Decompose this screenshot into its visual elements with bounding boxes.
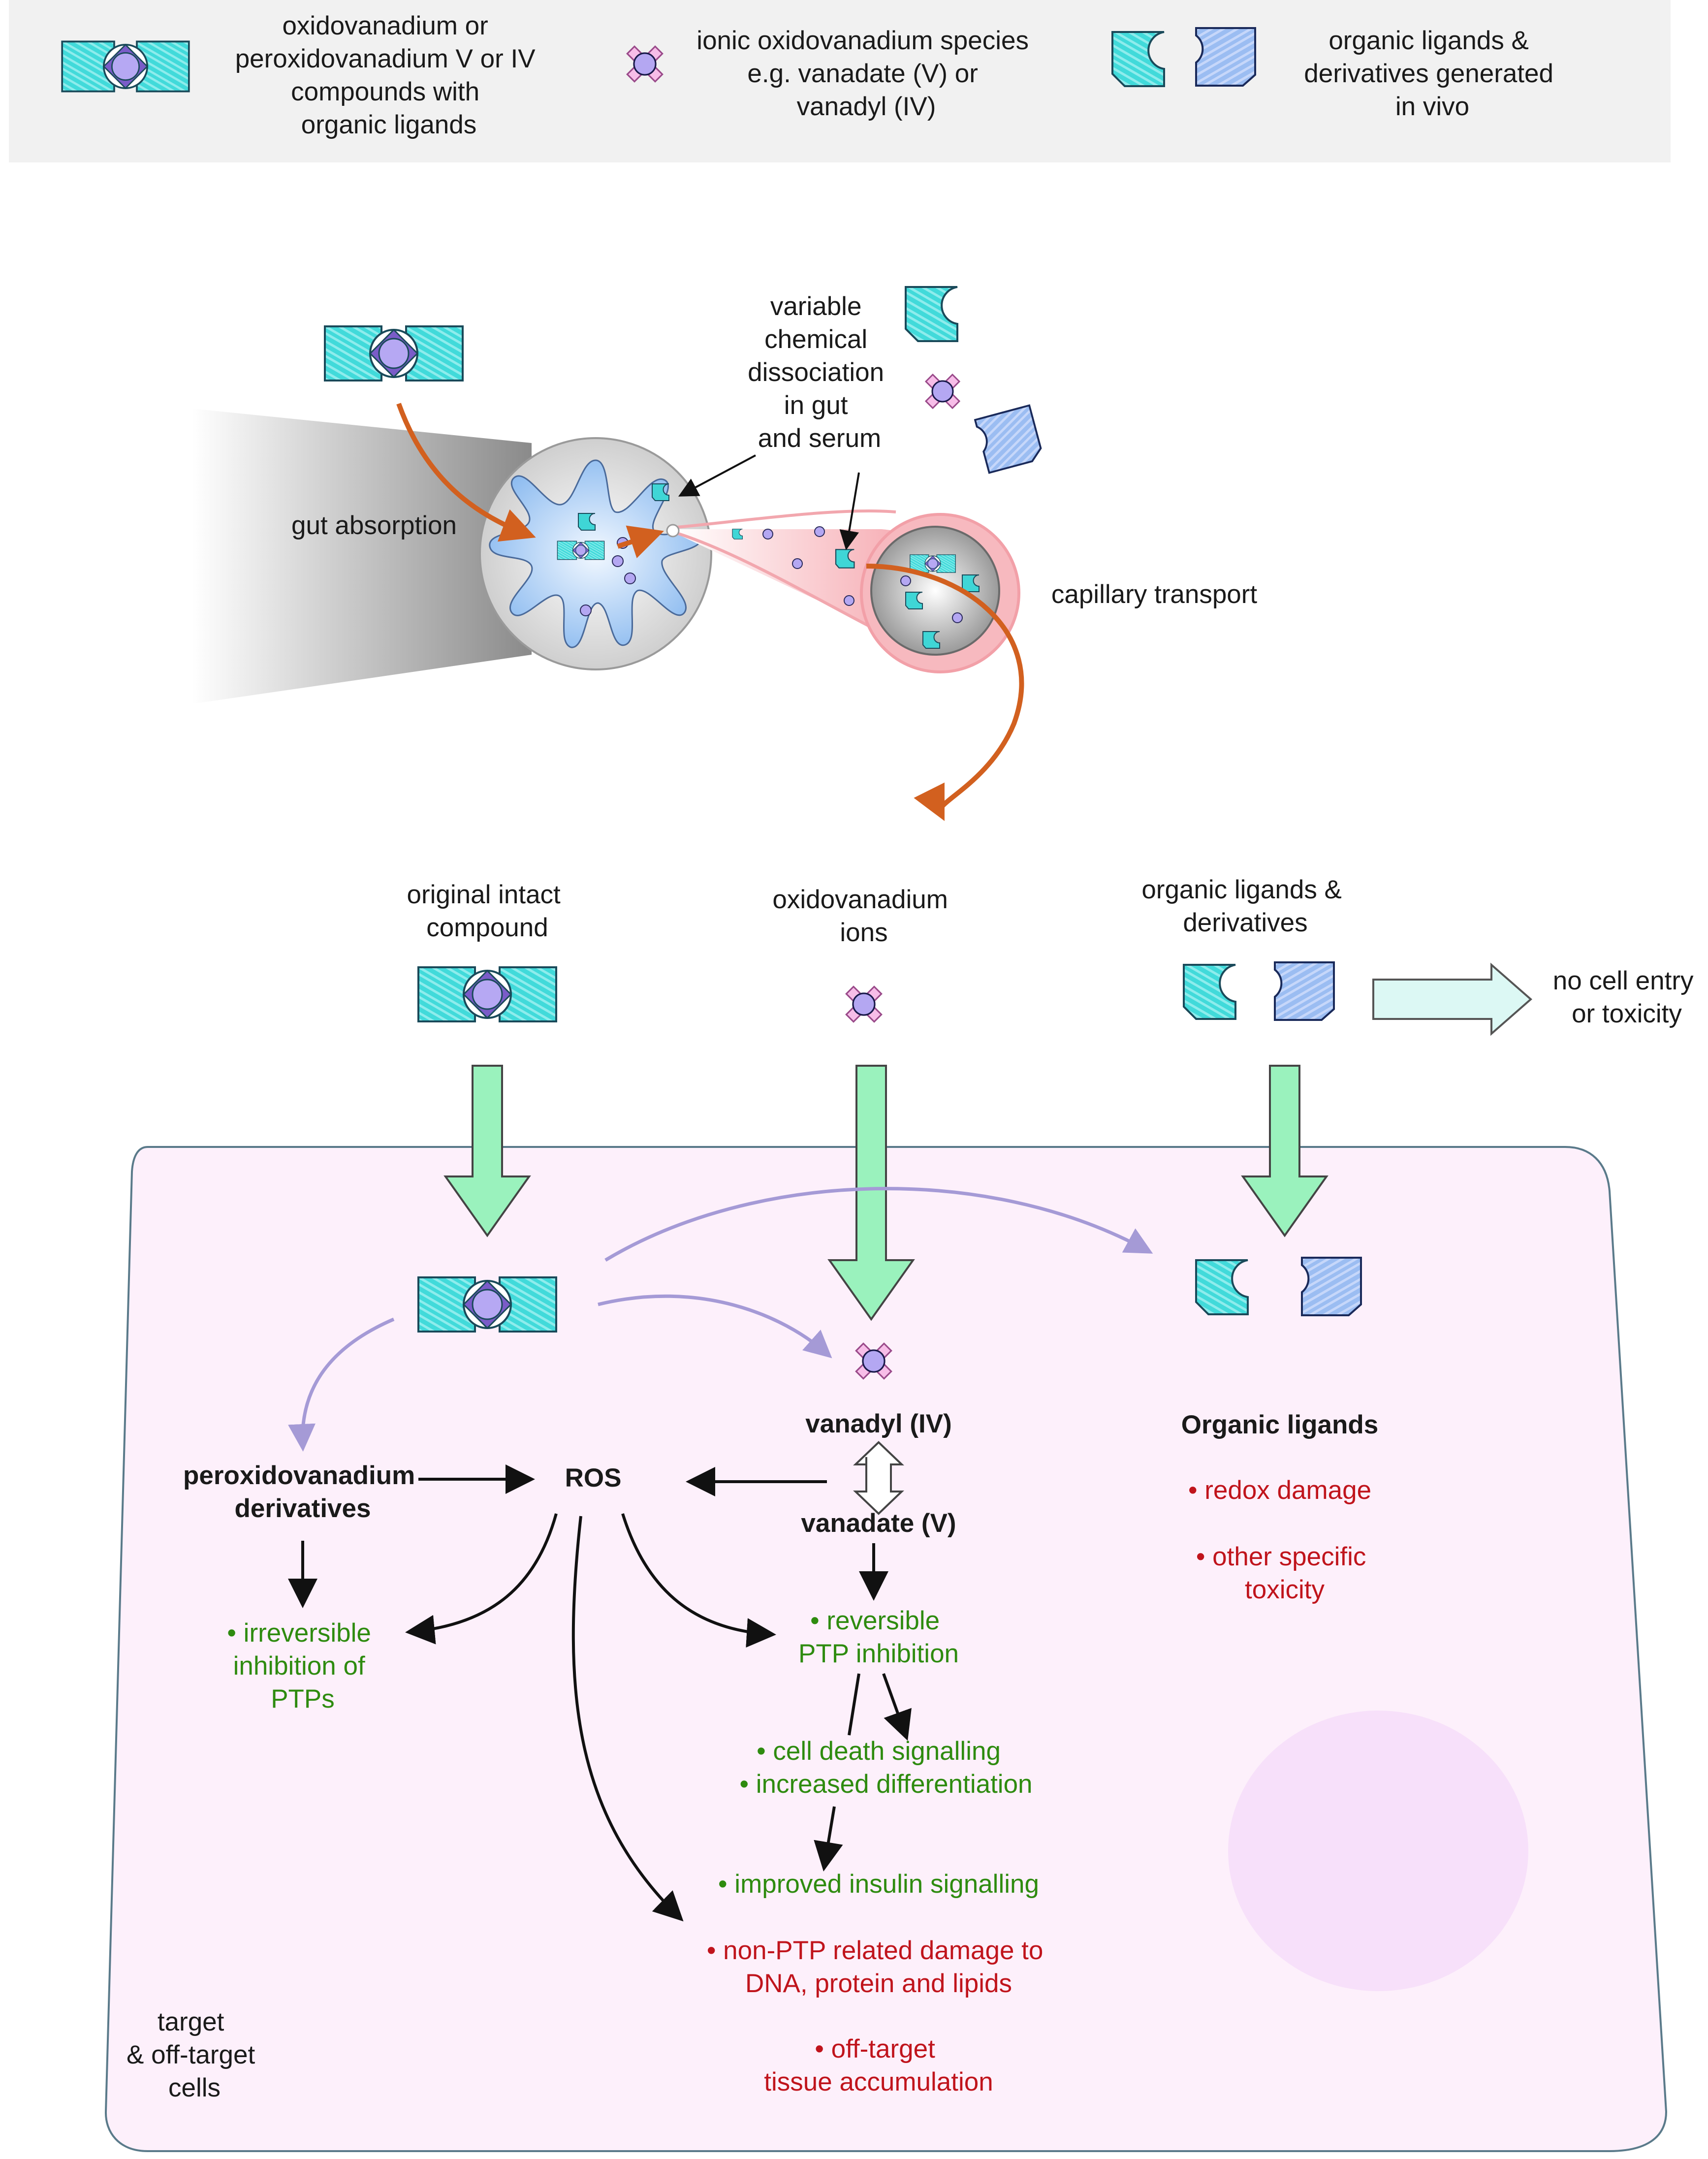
ros-label: ROS — [565, 1463, 622, 1492]
vanadyl-vanadate-equilibrium-arrow — [853, 1441, 904, 1515]
oxidovanadium-ions-label: oxidovanadium ions — [772, 885, 955, 947]
ligand-blue-icon — [1274, 961, 1335, 1021]
ligand-entry-arrow — [1241, 1065, 1328, 1238]
peroxide-formation-arrow — [288, 1317, 395, 1452]
cell-death-text: • cell death signalling — [757, 1737, 1001, 1766]
ros-to-irreversible-arrow — [405, 1513, 558, 1645]
differentiation-to-insulin-arrow — [814, 1806, 843, 1872]
intact-compound-icon — [417, 966, 557, 1022]
no-entry-arrow — [1372, 962, 1533, 1036]
non-ptp-damage-text: • non-PTP related damage to DNA, protein… — [707, 1936, 1050, 1998]
dissociation-text: variable chemical dissociation in gut an… — [748, 292, 891, 453]
cell-ligand-blue-icon — [1301, 1257, 1362, 1316]
gut-compound-icon — [557, 540, 605, 560]
dissociation-pointer-arrow — [678, 454, 756, 497]
gut-ion-dot — [624, 572, 636, 584]
cell-compound-icon — [417, 1276, 557, 1333]
legend-compound-icon — [61, 40, 190, 93]
redox-damage-text: • redox damage — [1188, 1476, 1371, 1505]
ion-entry-arrow — [827, 1065, 915, 1321]
capillary-ion-dot — [844, 595, 854, 606]
dissociated-ion-icon — [925, 374, 960, 409]
organic-ligands-heading: Organic ligands — [1181, 1410, 1379, 1439]
absorption-arrow — [396, 403, 536, 542]
cell-labels: peroxidovanadium derivatives ROS vanadyl… — [183, 1409, 1378, 2096]
ion-release-arrow — [598, 1294, 832, 1359]
capillary-ion-dot — [792, 558, 803, 569]
gut-absorption-label: gut absorption — [291, 511, 457, 540]
legend-compound-text: oxidovanadium or peroxidovanadium V or I… — [235, 11, 543, 139]
metabolism-arrows — [288, 1187, 1153, 1452]
absorption-scene: gut absorption capillary transport — [192, 286, 1258, 821]
insulin-signalling-text: • improved insulin signalling — [718, 1870, 1039, 1899]
irreversible-inhibition-text: • irreversible inhibition of PTPs — [227, 1619, 378, 1714]
absorption-arrow — [617, 525, 664, 559]
vanadyl-label: vanadyl (IV) — [805, 1409, 951, 1438]
column-headers: original intact compound oxidovanadium i… — [407, 875, 1701, 1036]
ros-to-reversible-arrow — [621, 1513, 776, 1648]
target-cell: target & off-target cells — [104, 1146, 1668, 2152]
legend-background — [9, 0, 1671, 162]
reversible-to-death-line — [848, 1673, 860, 1736]
cell-nucleus — [1228, 1711, 1528, 1991]
gut-ion-dot — [580, 604, 592, 616]
cell-label: target & off-target cells — [127, 2007, 262, 2102]
dissociation-pointer-arrow — [839, 472, 860, 550]
oxidovanadium-ion-icon — [845, 985, 883, 1023]
cell-entry-arrows — [443, 1065, 1328, 1321]
legend-ligand-blue-icon — [1195, 27, 1256, 87]
dose-compound-icon — [324, 325, 464, 381]
dissociated-ligand-cyan-icon — [905, 286, 958, 342]
gut-ion-dot — [612, 555, 624, 567]
legend-ligands-text: organic ligands & derivatives generated … — [1304, 26, 1561, 121]
legend-ionic-text: ionic oxidovanadium species e.g. vanadat… — [696, 26, 1036, 121]
compound-entry-arrow — [443, 1065, 531, 1238]
differentiation-text: • increased differentiation — [739, 1770, 1032, 1799]
reversible-to-death-arrow — [882, 1673, 912, 1741]
intact-compound-label: original intact compound — [407, 880, 568, 942]
organic-ligands-label: organic ligands & derivatives — [1141, 875, 1349, 937]
capillary-transport-label: capillary transport — [1051, 580, 1258, 609]
reversible-inhibition-text: • reversible PTP inhibition — [798, 1606, 959, 1668]
peroxidovanadium-label: peroxidovanadium derivatives — [183, 1461, 422, 1523]
off-target-accumulation-text: • off-target tissue accumulation — [764, 2034, 993, 2096]
transport-arrow — [866, 564, 1024, 821]
capillary-ion-dot — [814, 526, 825, 537]
ligand-release-arrow — [604, 1187, 1153, 1262]
no-cell-entry-text: no cell entry or toxicity — [1553, 966, 1701, 1028]
dissociated-ligand-blue-icon — [974, 404, 1044, 474]
legend: oxidovanadium or peroxidovanadium V or I… — [9, 0, 1671, 162]
pathway-arrows — [288, 1441, 912, 1922]
ros-to-damage-arrow — [571, 1516, 684, 1922]
other-toxicity-text: • other specific toxicity — [1196, 1542, 1373, 1604]
capillary-ion-dot — [762, 529, 773, 540]
ligand-cyan-icon — [1183, 964, 1236, 1020]
